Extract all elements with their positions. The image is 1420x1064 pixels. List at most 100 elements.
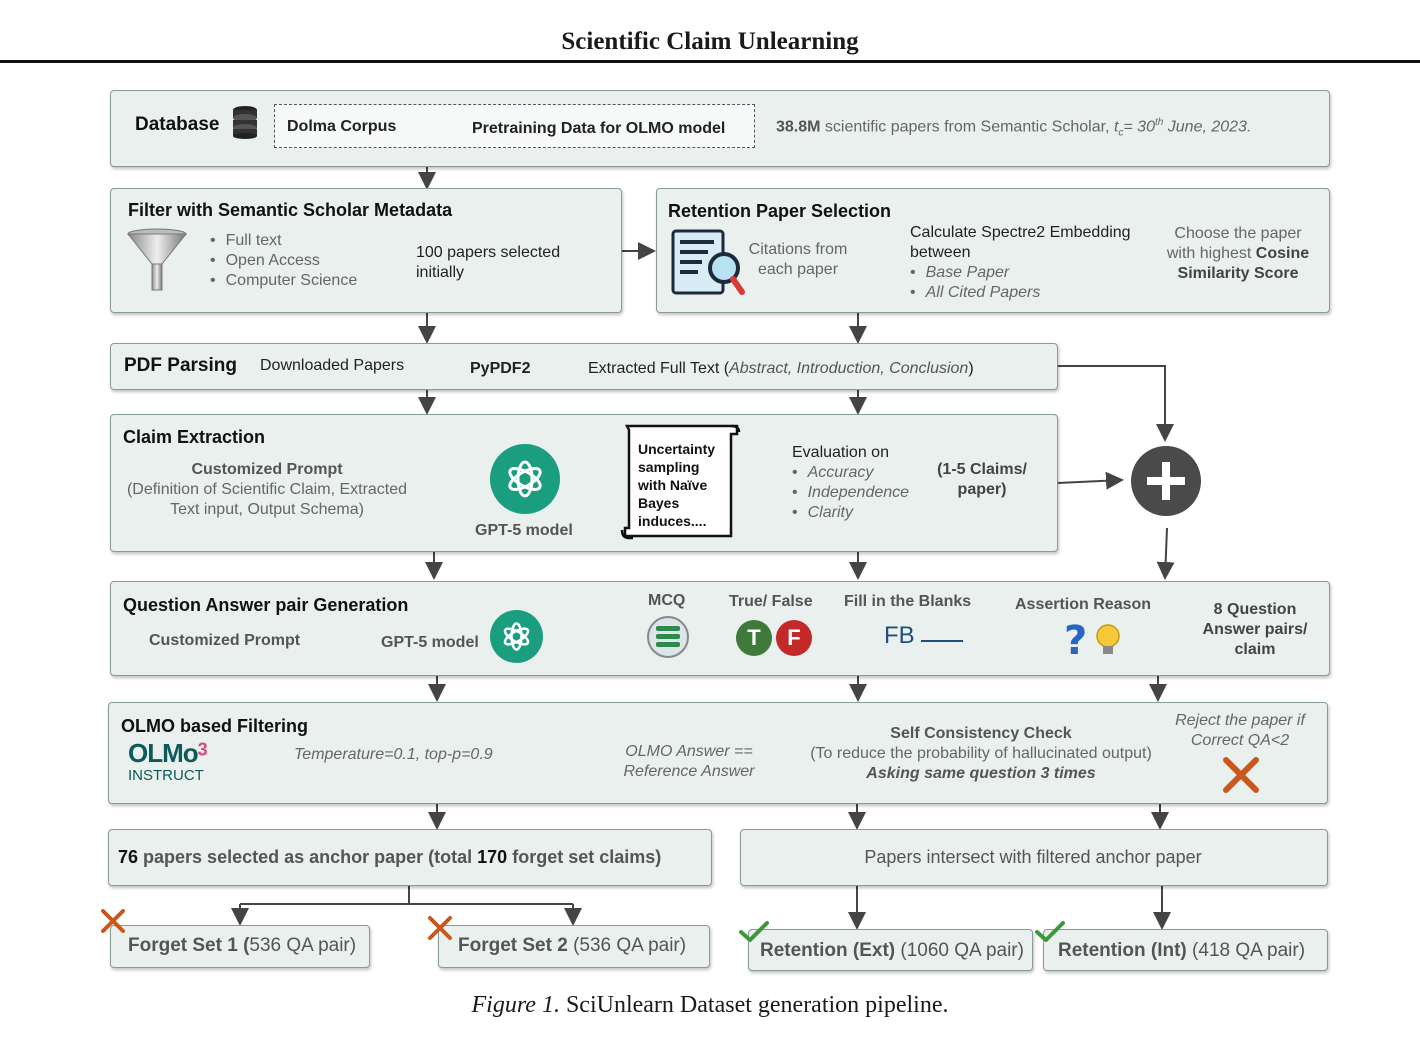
calc-label: Calculate Spectre2 Embedding between Bas… bbox=[910, 223, 1131, 303]
scroll-line: sampling bbox=[638, 459, 700, 475]
output-bold: Retention (Int) bbox=[1058, 940, 1187, 961]
qa-generation-box bbox=[110, 581, 1330, 676]
self-consistency: Self Consistency Check (To reduce the pr… bbox=[796, 724, 1166, 784]
database-icon bbox=[231, 105, 259, 139]
output-rest: (536 QA pair) bbox=[567, 935, 687, 956]
qa-type-assertion: Assertion Reason bbox=[1015, 596, 1152, 613]
evaluation-item: Independence bbox=[792, 483, 909, 503]
reject-line: Reject the paper if bbox=[1175, 712, 1305, 729]
claim-prompt-line: Text input, Output Schema) bbox=[170, 501, 364, 518]
pdf-step-italic: Abstract, Introduction, Conclusion bbox=[729, 360, 969, 377]
date-post: June, 2023. bbox=[1163, 118, 1252, 136]
scroll-line: Bayes bbox=[638, 495, 680, 511]
scroll-line: with Naïve bbox=[638, 477, 708, 493]
qa-result-line: 8 Question bbox=[1213, 601, 1297, 618]
filter-item: Open Access bbox=[210, 251, 357, 271]
output-rest: (418 QA pair) bbox=[1186, 940, 1306, 961]
database-desc-text: scientific papers from Semantic Scholar, bbox=[824, 118, 1110, 136]
pdf-step-downloaded: Downloaded Papers bbox=[260, 357, 405, 374]
olmo-check-line: OLMO Answer == bbox=[625, 743, 753, 760]
filter-box bbox=[110, 188, 622, 313]
output-bold: Forget Set 1 ( bbox=[128, 935, 250, 956]
choose-line: Choose the paper bbox=[1174, 225, 1302, 242]
claims-per-paper: (1-5 Claims/ paper) bbox=[928, 460, 1036, 500]
forget-set-2-box bbox=[438, 925, 710, 968]
claim-model-label: GPT-5 model bbox=[475, 522, 573, 539]
olmo-params: Temperature=0.1, top-p=0.9 bbox=[294, 746, 493, 763]
forget-set-2-label: Forget Set 2 (536 QA pair) bbox=[458, 935, 686, 957]
claim-prompt-title: Customized Prompt bbox=[191, 461, 343, 478]
pdf-step-text: Extracted Full Text ( bbox=[588, 360, 730, 377]
output-bold: Retention (Ext) bbox=[760, 940, 896, 961]
anchor-count: 76 bbox=[118, 847, 139, 867]
retention-int-label: Retention (Int) (418 QA pair) bbox=[1058, 940, 1305, 962]
choose-line: with highest bbox=[1166, 245, 1256, 262]
calc-item: Base Paper bbox=[910, 263, 1131, 283]
calc-line: Calculate Spectre2 Embedding bbox=[910, 224, 1131, 241]
evaluation-title: Evaluation on bbox=[792, 444, 889, 461]
reject-line: Correct QA<2 bbox=[1190, 732, 1290, 749]
database-description: 38.8M scientific papers from Semantic Sc… bbox=[776, 117, 1251, 139]
anchor-claims: 170 bbox=[477, 847, 508, 867]
claims-line: paper) bbox=[957, 481, 1007, 498]
filter-item: Computer Science bbox=[210, 271, 358, 291]
evaluation-item: Accuracy bbox=[792, 463, 909, 483]
gpt-logo-icon bbox=[490, 444, 560, 514]
forget-x-icon bbox=[427, 915, 453, 941]
retention-title: Retention Paper Selection bbox=[668, 201, 892, 221]
figure-caption: Figure 1. SciUnlearn Dataset generation … bbox=[0, 992, 1420, 1019]
calc-item: All Cited Papers bbox=[910, 283, 1131, 303]
claim-title: Claim Extraction bbox=[123, 427, 266, 447]
citations-line: each paper bbox=[757, 261, 839, 278]
olmo-answer-check: OLMO Answer == Reference Answer bbox=[606, 742, 772, 782]
plus-icon bbox=[1131, 446, 1201, 516]
check-icon bbox=[1034, 920, 1066, 944]
calc-line: between bbox=[910, 244, 971, 261]
check-icon bbox=[738, 920, 770, 944]
anchor-text: forget set claims) bbox=[507, 847, 662, 867]
qa-type-truefalse: True/ False bbox=[729, 593, 813, 610]
claims-line: (1-5 Claims/ bbox=[937, 461, 1027, 478]
document-search-icon bbox=[670, 228, 748, 298]
reject-x-icon bbox=[1222, 756, 1260, 794]
evaluation-list: Evaluation on Accuracy Independence Clar… bbox=[792, 443, 909, 523]
date-sup: th bbox=[1154, 117, 1164, 128]
citations-line: Citations from bbox=[748, 241, 848, 258]
olmo-logo-text: OLMo bbox=[128, 738, 199, 768]
sc-line: (To reduce the probability of hallucinat… bbox=[810, 745, 1152, 762]
pdf-step-extracted: Extracted Full Text (Abstract, Introduct… bbox=[588, 360, 974, 378]
question-bulb-icon: ? bbox=[1062, 618, 1124, 664]
pdf-parsing-box bbox=[110, 343, 1058, 390]
olmo-logo-sub: INSTRUCT bbox=[128, 767, 204, 784]
intersect-text: Papers intersect with filtered anchor pa… bbox=[864, 847, 1202, 867]
tc-sub: c bbox=[1118, 127, 1124, 139]
choose-label: Choose the paper with highest Cosine Sim… bbox=[1158, 224, 1318, 284]
choose-line: Similarity Score bbox=[1177, 265, 1299, 282]
pdf-step-pypdf: PyPDF2 bbox=[470, 360, 531, 377]
filter-result-line: initially bbox=[416, 264, 465, 281]
funnel-icon bbox=[126, 228, 188, 292]
qa-type-mcq: MCQ bbox=[648, 592, 686, 609]
scroll-line: Uncertainty bbox=[638, 441, 716, 457]
pretraining-data-label: Pretraining Data for OLMO model bbox=[472, 120, 726, 137]
intersect-box bbox=[740, 829, 1328, 886]
output-bold: Forget Set 2 bbox=[458, 935, 568, 956]
filter-result: 100 papers selected initially bbox=[416, 243, 560, 283]
retention-ext-box bbox=[748, 929, 1033, 971]
date-pre: = 30 bbox=[1123, 118, 1155, 136]
anchor-papers-box bbox=[108, 829, 712, 886]
mcq-icon bbox=[646, 615, 690, 659]
dolma-corpus-label: Dolma Corpus bbox=[287, 118, 397, 135]
blank-line bbox=[921, 622, 964, 642]
reject-rule: Reject the paper if Correct QA<2 bbox=[1160, 711, 1320, 751]
sc-title: Self Consistency Check bbox=[890, 725, 1072, 742]
filter-item: Full text bbox=[210, 231, 357, 251]
title-rule bbox=[0, 60, 1420, 63]
choose-bold: Cosine bbox=[1255, 245, 1310, 262]
olmo-filtering-box bbox=[108, 702, 1328, 804]
anchor-papers-text: 76 papers selected as anchor paper (tota… bbox=[118, 847, 661, 868]
evaluation-item: Clarity bbox=[792, 503, 909, 523]
output-rest: 536 QA pair) bbox=[249, 935, 357, 956]
qa-prompt: Customized Prompt bbox=[149, 632, 301, 649]
scroll-line: induces.... bbox=[638, 513, 707, 529]
